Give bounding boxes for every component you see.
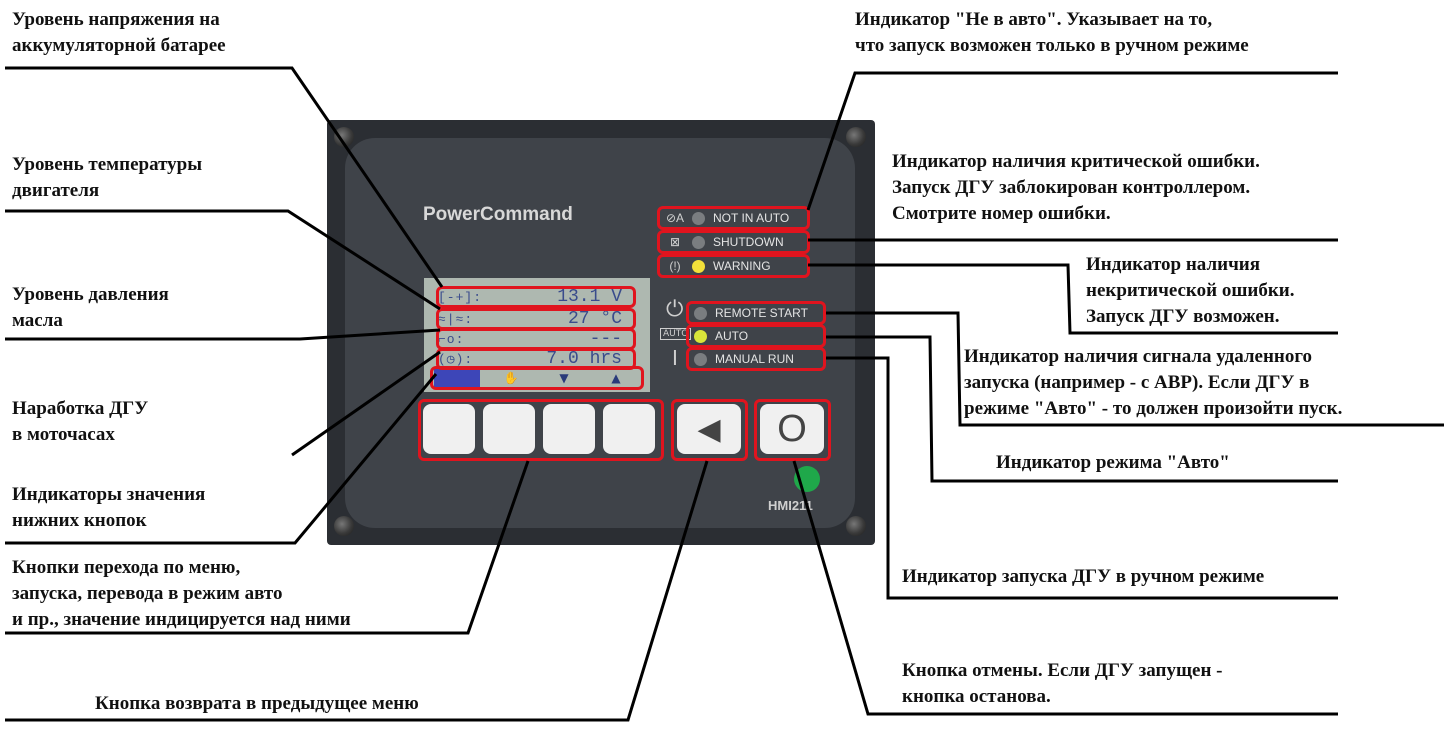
indicator-auto: AUTO <box>690 326 748 346</box>
led <box>694 352 707 366</box>
indicator-manual-run: MANUAL RUN <box>690 349 794 369</box>
hand-icon: ✋ <box>503 371 519 385</box>
back-button[interactable]: ◀ <box>677 404 741 454</box>
highlight-oil <box>436 328 636 350</box>
auto-mode-icon: AUTO <box>660 328 692 340</box>
led <box>692 235 705 249</box>
label-stop-button: Кнопка отмены. Если ДГУ запущен -кнопка … <box>902 660 1223 707</box>
screw-icon <box>846 516 866 536</box>
indicator-label: SHUTDOWN <box>713 235 784 249</box>
led <box>694 329 707 343</box>
highlight-temperature <box>436 308 636 330</box>
battery-icon: [-+]: <box>438 289 483 305</box>
softkey-indicator-1 <box>434 368 480 388</box>
warning-icon: (!) <box>669 259 681 273</box>
highlight-remote-start <box>686 301 826 325</box>
arrow-down-icon: ▼ <box>559 371 569 385</box>
model-label: HMI211 <box>768 498 813 513</box>
lcd-value: 13.1 V <box>557 287 622 307</box>
softkey-button-2[interactable] <box>483 404 535 454</box>
coolant-temp-icon: ≈|≈: <box>438 311 474 327</box>
highlight-not-in-auto <box>657 206 810 230</box>
shutdown-icon: ⊠ <box>669 235 681 249</box>
lcd-row-oil: ⌐o: --- <box>438 329 630 349</box>
label-menu-buttons: Кнопки перехода по меню,запуска, перевод… <box>12 557 351 630</box>
label-not-in-auto: Индикатор "Не в авто". Указывает на то,ч… <box>855 9 1249 56</box>
highlight-softkey-indicators <box>430 366 644 390</box>
indicator-label: NOT IN AUTO <box>713 211 790 225</box>
stop-button[interactable]: O <box>760 404 824 454</box>
hourglass-icon: (◷): <box>438 351 474 367</box>
led <box>692 211 705 225</box>
lcd-row-temperature: ≈|≈: 27 °C <box>438 309 630 329</box>
softkey-button-3[interactable] <box>543 404 595 454</box>
lcd-value: --- <box>589 329 622 349</box>
lcd-row-hours: (◷): 7.0 hrs <box>438 349 630 369</box>
indicator-warning: (!) WARNING <box>662 256 771 276</box>
highlight-warning <box>657 254 810 278</box>
lcd-value: 7.0 hrs <box>546 349 622 369</box>
status-led <box>794 466 820 492</box>
oil-can-icon: ⌐o: <box>438 331 465 347</box>
power-icon: ⏻ <box>666 297 684 322</box>
manual-icon: I <box>672 346 678 370</box>
stop-icon: O <box>777 407 807 450</box>
label-back-button: Кнопка возврата в предыдущее меню <box>95 693 419 714</box>
screw-icon <box>334 127 354 147</box>
highlight-softkeys <box>418 399 664 461</box>
brand-logo: PowerCommand <box>423 204 573 225</box>
screw-icon <box>846 127 866 147</box>
screw-icon <box>334 516 354 536</box>
arrow-up-icon: ▲ <box>611 371 621 385</box>
not-in-auto-icon: ⊘A <box>665 211 685 225</box>
label-auto: Индикатор режима "Авто" <box>996 452 1230 473</box>
indicator-label: AUTO <box>715 329 749 343</box>
lcd-row-battery: [-+]: 13.1 V <box>438 287 630 307</box>
softkey-button-4[interactable] <box>603 404 655 454</box>
indicator-remote-start: REMOTE START <box>690 303 808 323</box>
highlight-auto <box>686 324 826 348</box>
lcd-value: 27 °C <box>567 309 622 329</box>
indicator-label: MANUAL RUN <box>715 352 794 366</box>
indicator-not-in-auto: ⊘A NOT IN AUTO <box>662 208 789 228</box>
highlight-shutdown <box>657 230 810 254</box>
highlight-manual-run <box>686 347 826 371</box>
led <box>694 306 707 320</box>
label-shutdown: Индикатор наличия критической ошибки.Зап… <box>892 151 1260 224</box>
highlight-battery <box>436 286 636 308</box>
label-manual-run: Индикатор запуска ДГУ в ручном режиме <box>902 566 1265 587</box>
indicator-label: REMOTE START <box>715 306 808 320</box>
highlight-stop <box>754 399 831 461</box>
indicator-label: WARNING <box>713 259 771 273</box>
chevron-left-icon: ◀ <box>697 411 721 447</box>
indicator-shutdown: ⊠ SHUTDOWN <box>662 232 784 252</box>
highlight-back <box>671 399 748 461</box>
led <box>692 259 705 273</box>
